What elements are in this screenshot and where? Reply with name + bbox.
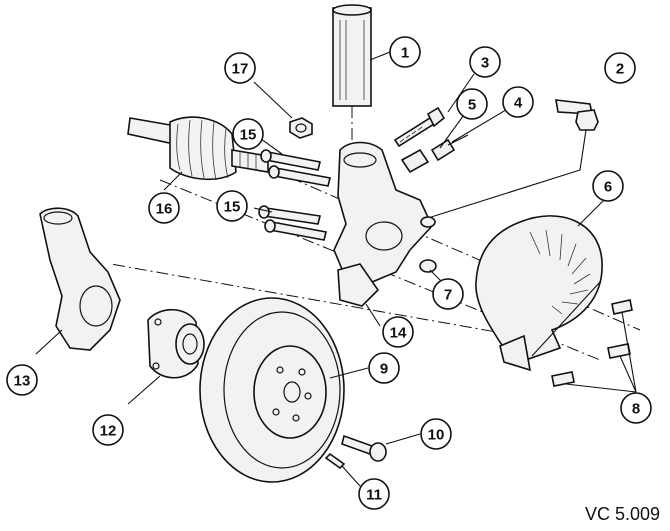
callout-circle: [604, 52, 636, 84]
callout-number: 2: [616, 61, 624, 78]
wheel-bolt: [341, 433, 421, 462]
callout-15: 15: [232, 118, 264, 150]
callout-circle: [432, 278, 464, 310]
callout-circle: [389, 36, 421, 68]
callout-10: 10: [420, 418, 452, 450]
callout-15: 15: [216, 190, 248, 222]
callout-1: 1: [389, 36, 421, 68]
nut: [289, 117, 313, 139]
callout-circle: [6, 364, 38, 396]
callout-circle: [232, 118, 264, 150]
callout-number: 17: [232, 61, 249, 78]
callout-7: 7: [432, 278, 464, 310]
callout-number: 12: [100, 423, 117, 440]
callout-number: 14: [390, 325, 407, 342]
callout-number: 13: [14, 373, 31, 390]
callout-13: 13: [6, 364, 38, 396]
callout-number: 16: [156, 201, 173, 218]
caliper-bracket-bolts: [258, 149, 331, 241]
dust-shield: [475, 215, 603, 372]
callout-4: 4: [502, 86, 534, 118]
steering-knuckle: [35, 207, 121, 355]
callout-number: 6: [604, 179, 612, 196]
callout-8: 8: [620, 392, 652, 424]
callout-number: 10: [428, 427, 445, 444]
callout-circle: [502, 86, 534, 118]
pinch-bolt: [393, 106, 446, 148]
anti-roll-bar-link: [427, 99, 599, 219]
callout-6: 6: [592, 170, 624, 202]
spacer-nut: [419, 216, 437, 273]
callout-12: 12: [92, 414, 124, 446]
callout-number: 11: [366, 487, 382, 504]
callout-number: 9: [380, 361, 388, 378]
callout-number: 7: [444, 287, 452, 304]
callout-circle: [592, 170, 624, 202]
steering-knuckle-upper: [333, 141, 433, 327]
callout-17: 17: [224, 52, 256, 84]
callout-circle: [148, 192, 180, 224]
callout-5: 5: [456, 88, 488, 120]
dust-shield-screws: [551, 299, 637, 393]
disc-retaining-screw: [324, 452, 361, 487]
callout-number: 8: [632, 401, 640, 418]
drive-shaft-cv-joint: [127, 116, 269, 181]
callout-circle: [368, 352, 400, 384]
callout-circle: [382, 316, 414, 348]
callout-circle: [224, 52, 256, 84]
callout-number: 5: [468, 97, 476, 114]
shock-absorber-strut: [332, 4, 372, 150]
callout-number: 3: [481, 55, 489, 72]
callout-number: 15: [240, 127, 257, 144]
callout-number: 15: [224, 199, 241, 216]
callout-3: 3: [469, 46, 501, 78]
callout-circle: [620, 392, 652, 424]
callout-circle: [469, 46, 501, 78]
callout-9: 9: [368, 352, 400, 384]
callout-circle: [92, 414, 124, 446]
abs-sensor-and-bracket: [400, 134, 469, 174]
callout-14: 14: [382, 316, 414, 348]
figure-reference-code: VC 5.009: [584, 504, 660, 524]
wheel-hub-bearing: [127, 308, 205, 405]
callout-circle: [420, 418, 452, 450]
callout-circle: [358, 478, 390, 510]
callout-11: 11: [358, 478, 390, 510]
brake-disc: [199, 297, 369, 483]
callout-2: 2: [604, 52, 636, 84]
callout-number: 1: [401, 45, 409, 62]
callout-circle: [216, 190, 248, 222]
callout-circle: [456, 88, 488, 120]
callout-number: 4: [514, 95, 523, 112]
callout-16: 16: [148, 192, 180, 224]
